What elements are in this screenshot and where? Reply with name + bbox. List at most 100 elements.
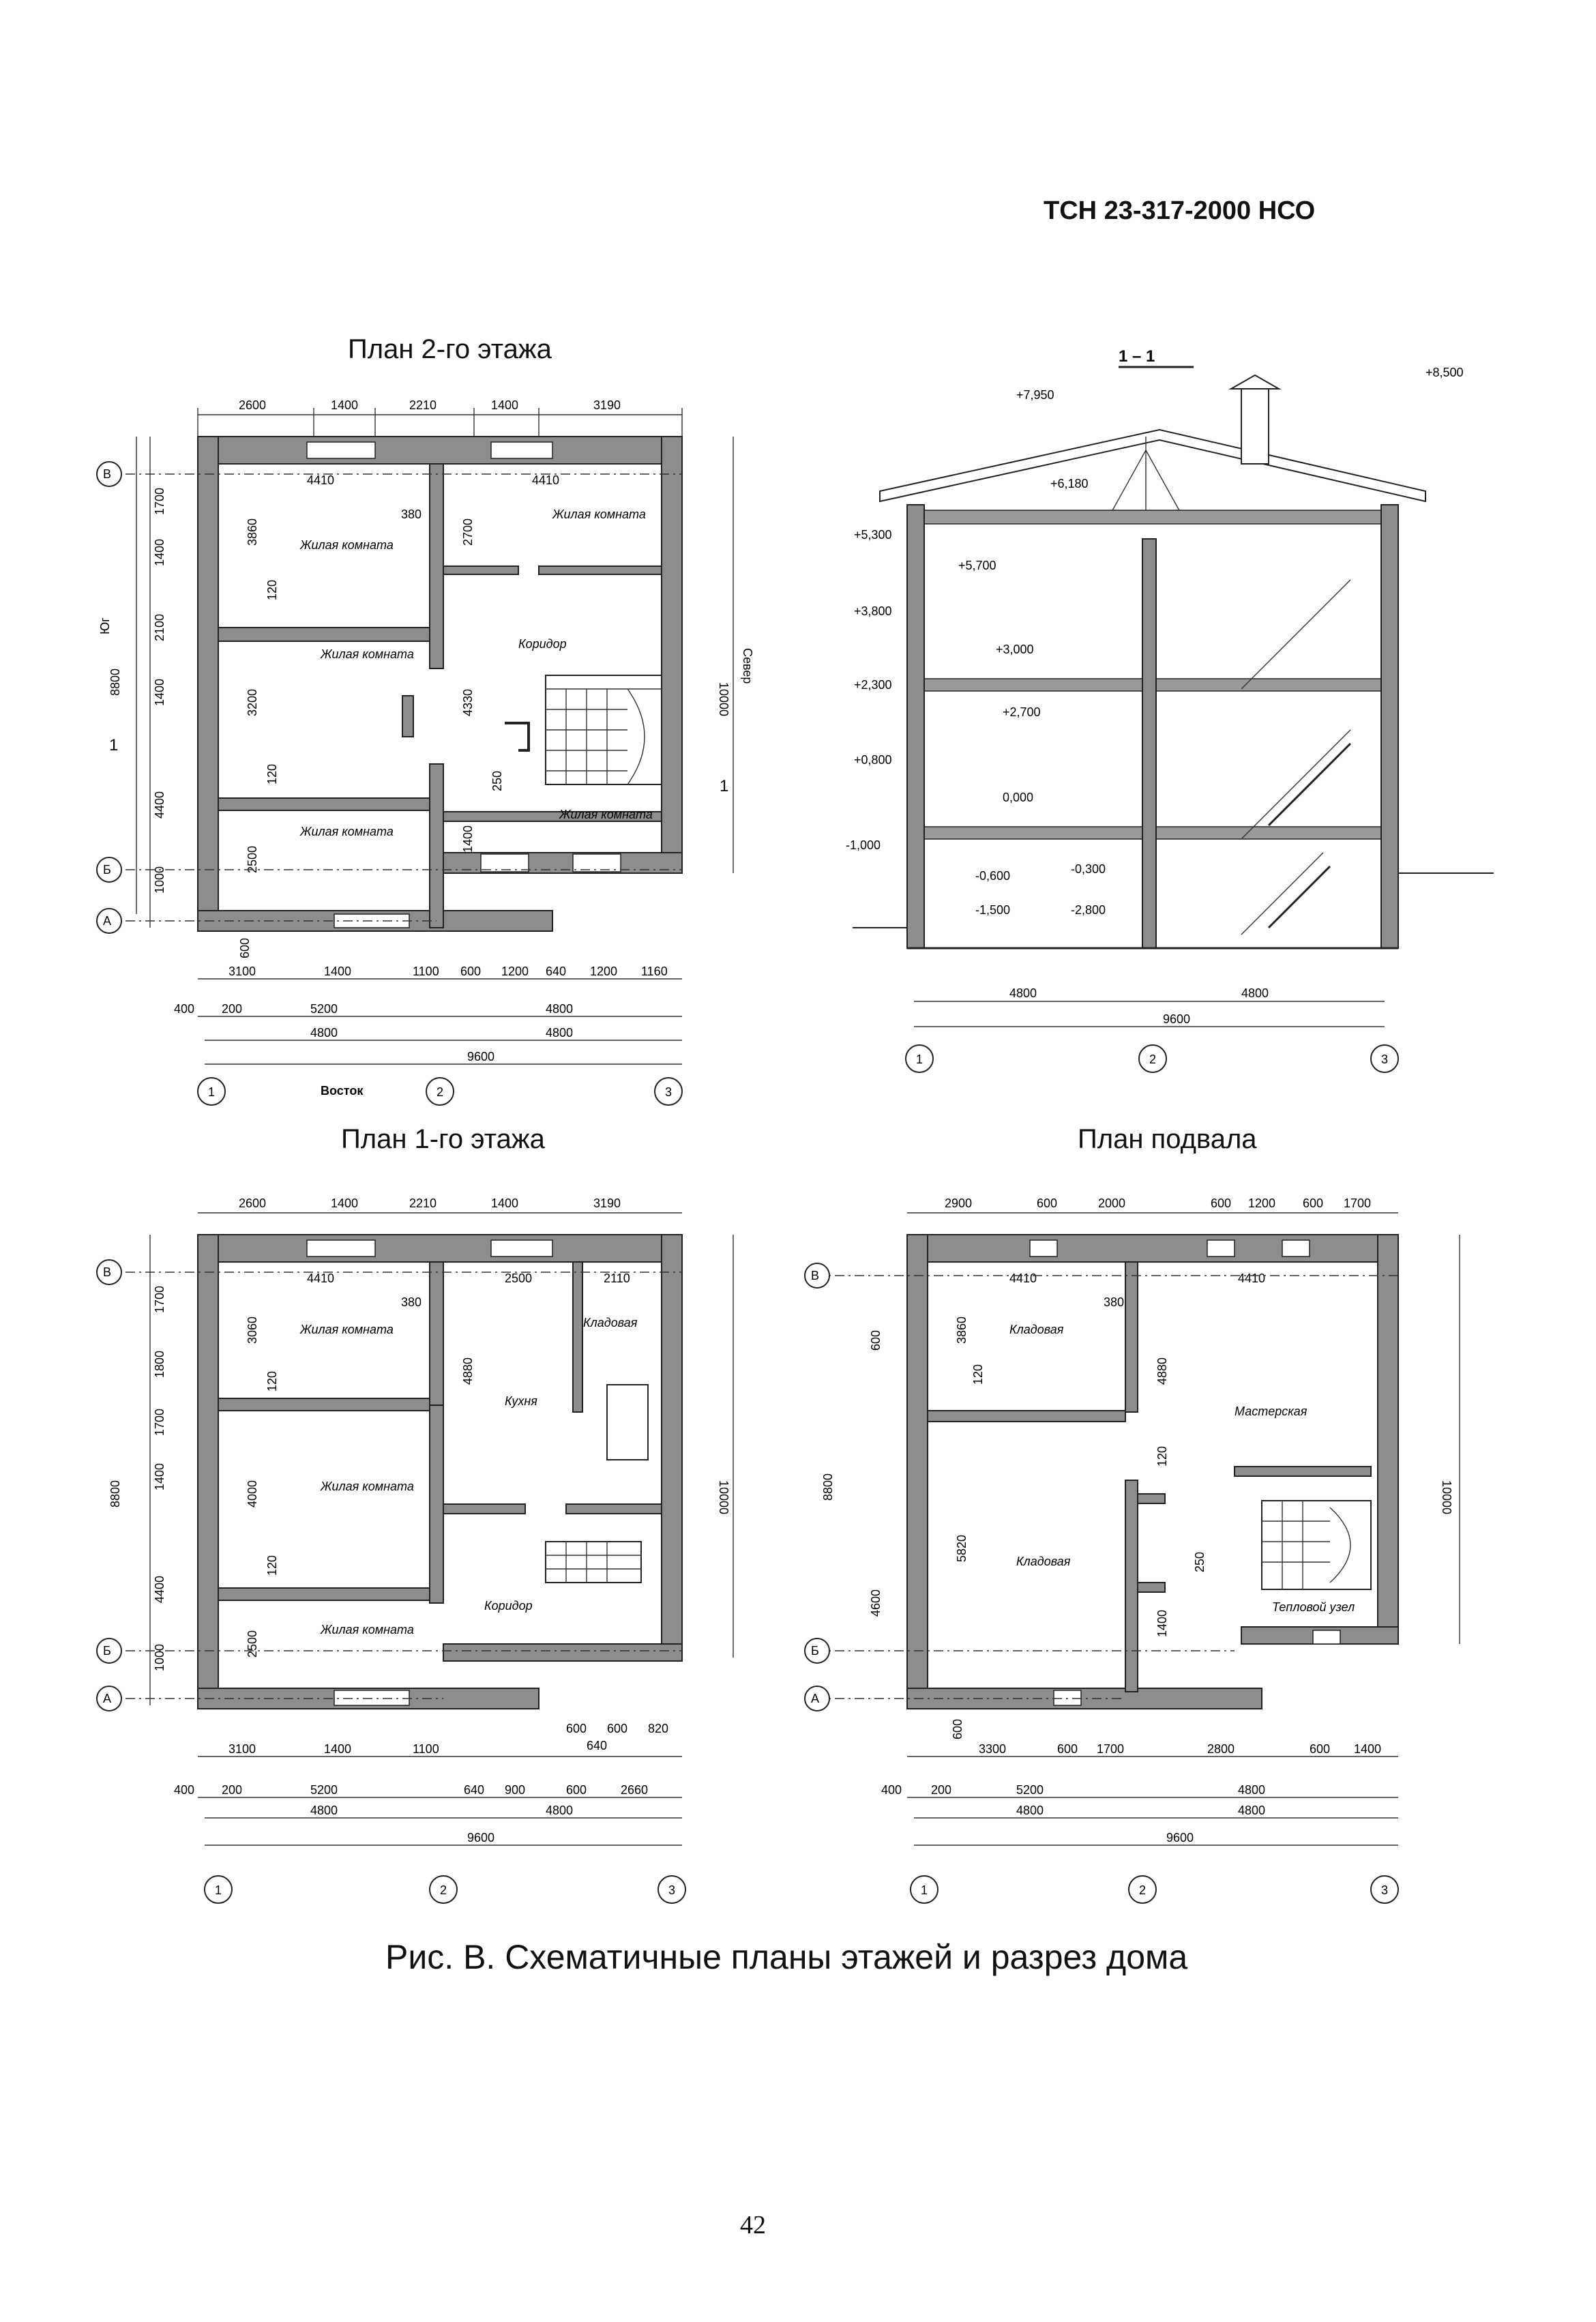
dim: 600 bbox=[869, 1330, 883, 1351]
dim: 640 bbox=[464, 1783, 484, 1797]
room-label: Жилая комната bbox=[320, 1623, 414, 1636]
dim: 3100 bbox=[228, 965, 256, 978]
room-label: Кухня bbox=[505, 1394, 537, 1408]
dim: 1200 bbox=[590, 965, 617, 978]
dim: 2210 bbox=[409, 398, 437, 412]
dim: 1400 bbox=[331, 1196, 358, 1210]
dim: 1200 bbox=[501, 965, 529, 978]
room-label: Жилая комната bbox=[320, 647, 414, 661]
dim: 1700 bbox=[1097, 1742, 1124, 1756]
dim: 4410 bbox=[1009, 1272, 1037, 1285]
basement-title: План подвала bbox=[1078, 1124, 1257, 1154]
room-label: Жилая комната bbox=[299, 538, 394, 552]
axis-label: 2 bbox=[1139, 1883, 1146, 1897]
dim: 400 bbox=[881, 1783, 902, 1797]
document-code: ТСН 23-317-2000 НСО bbox=[1044, 196, 1316, 225]
level-mark: +3,800 bbox=[854, 604, 892, 618]
dim: 1400 bbox=[153, 1463, 166, 1490]
dim: 4800 bbox=[310, 1026, 338, 1040]
dim: 600 bbox=[1037, 1196, 1057, 1210]
dim: 1700 bbox=[153, 1409, 166, 1436]
dim: 4330 bbox=[461, 689, 475, 716]
dim: 10000 bbox=[717, 682, 730, 716]
dim: 4800 bbox=[546, 1804, 573, 1817]
level-mark: +5,300 bbox=[854, 528, 892, 542]
dim: 4800 bbox=[310, 1804, 338, 1817]
dim: 120 bbox=[265, 1371, 279, 1392]
level-mark: +3,000 bbox=[996, 643, 1034, 656]
room-label: Жилая комната bbox=[320, 1480, 414, 1493]
level-mark: -2,800 bbox=[1071, 903, 1106, 917]
dim: 1400 bbox=[331, 398, 358, 412]
dim: 1200 bbox=[1248, 1196, 1275, 1210]
dim: 120 bbox=[265, 580, 279, 600]
dim: 4880 bbox=[1155, 1357, 1169, 1385]
dim: 8800 bbox=[821, 1473, 835, 1501]
dim: 380 bbox=[401, 1295, 422, 1309]
dim: 9600 bbox=[467, 1831, 494, 1845]
axis-label: Б bbox=[103, 863, 111, 877]
dim: 1400 bbox=[491, 1196, 518, 1210]
dim: 3300 bbox=[979, 1742, 1006, 1756]
dim: 900 bbox=[505, 1783, 525, 1797]
dim: 400 bbox=[174, 1002, 194, 1016]
dim: 1700 bbox=[153, 1286, 166, 1313]
dim: 4410 bbox=[307, 1272, 334, 1285]
basement-drawing: 2900 600 2000 600 1200 600 1700 Кладовая… bbox=[804, 1196, 1460, 1904]
side-label-east: Восток bbox=[321, 1084, 364, 1098]
dim: 4600 bbox=[869, 1589, 883, 1617]
axis-label: 2 bbox=[440, 1883, 447, 1897]
dim: 3190 bbox=[593, 1196, 621, 1210]
dim: 1400 bbox=[153, 679, 166, 706]
axis-label: 1 bbox=[921, 1883, 928, 1897]
dim: 2600 bbox=[239, 398, 266, 412]
dim: 600 bbox=[607, 1722, 627, 1735]
dim: 3100 bbox=[228, 1742, 256, 1756]
axis-label: Б bbox=[811, 1644, 819, 1658]
axis-label: 2 bbox=[1149, 1053, 1156, 1066]
dim: 4400 bbox=[153, 1576, 166, 1603]
dim: 1700 bbox=[1344, 1196, 1371, 1210]
dim: 10000 bbox=[717, 1480, 730, 1514]
dim: 2100 bbox=[153, 614, 166, 641]
axis-label: 1 bbox=[215, 1883, 222, 1897]
dim: 640 bbox=[546, 965, 566, 978]
dim: 600 bbox=[238, 938, 252, 958]
dim: 250 bbox=[490, 771, 504, 791]
side-label-north: Север bbox=[741, 648, 754, 684]
dim: 1400 bbox=[1354, 1742, 1381, 1756]
plan2-title: План 2-го этажа bbox=[348, 334, 552, 364]
plan1-title: План 1-го этажа bbox=[341, 1124, 545, 1154]
dim: 2000 bbox=[1098, 1196, 1125, 1210]
axis-label: 3 bbox=[1381, 1883, 1388, 1897]
dim: 1000 bbox=[153, 866, 166, 894]
level-mark: -1,000 bbox=[846, 838, 881, 852]
dim: 120 bbox=[265, 1555, 279, 1576]
level-mark: -0,300 bbox=[1071, 862, 1106, 876]
room-label: Кладовая bbox=[1009, 1323, 1064, 1336]
dim: 3200 bbox=[246, 689, 259, 716]
axis-label: В bbox=[811, 1269, 819, 1282]
dim: 4410 bbox=[307, 473, 334, 487]
dim: 380 bbox=[1104, 1295, 1124, 1309]
dim: 2210 bbox=[409, 1196, 437, 1210]
dim: 3060 bbox=[246, 1317, 259, 1344]
room-label: Жилая комната bbox=[552, 508, 646, 521]
dim: 120 bbox=[1155, 1446, 1169, 1467]
dim: 1400 bbox=[1155, 1610, 1169, 1637]
dim: 600 bbox=[1057, 1742, 1078, 1756]
plan2-drawing: 2600 1400 2210 1400 3190 Жилая комната Ж… bbox=[96, 398, 754, 1106]
dim: 4800 bbox=[1016, 1804, 1044, 1817]
room-label: Коридор bbox=[518, 637, 567, 651]
dim: 1400 bbox=[491, 398, 518, 412]
dim: 4800 bbox=[1238, 1804, 1265, 1817]
axis-label: 3 bbox=[665, 1085, 672, 1099]
dim: 3860 bbox=[246, 518, 259, 546]
dim: 1400 bbox=[324, 1742, 351, 1756]
dim: 5820 bbox=[955, 1535, 969, 1562]
dim: 5200 bbox=[1016, 1783, 1044, 1797]
dim: 2500 bbox=[505, 1272, 532, 1285]
dim: 2700 bbox=[461, 518, 475, 546]
dim: 4800 bbox=[546, 1002, 573, 1016]
dim: 1700 bbox=[153, 488, 166, 515]
